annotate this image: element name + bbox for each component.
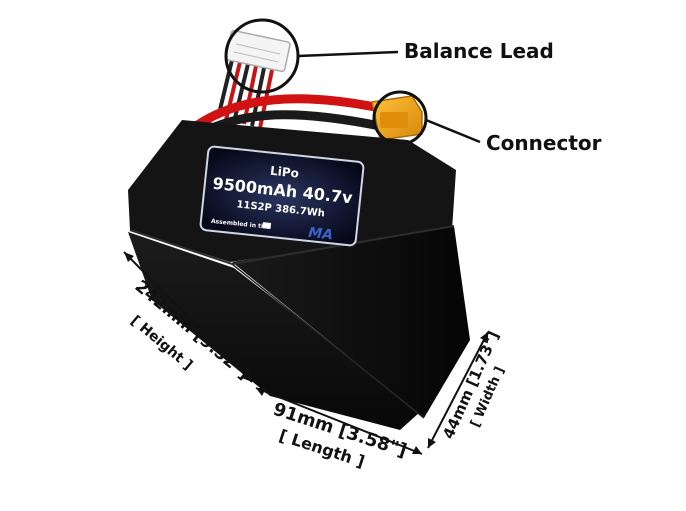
length-dimension-arrow: [255, 387, 423, 455]
balance-lead-label: Balance Lead: [404, 39, 554, 63]
balance-plug: [225, 29, 291, 73]
width-dimension-arrow: [427, 331, 489, 449]
brand-logo: MA: [307, 225, 333, 244]
balance-lead-callout: [224, 18, 399, 94]
connector-label: Connector: [486, 131, 602, 155]
flag-icon: [262, 222, 272, 229]
battery-label-plate: LiPo 9500mAh 40.7v 11S2P 386.7Wh Assembl…: [199, 145, 365, 247]
label-chemistry: LiPo: [269, 164, 299, 181]
height-dimension-arrow: [123, 251, 253, 383]
